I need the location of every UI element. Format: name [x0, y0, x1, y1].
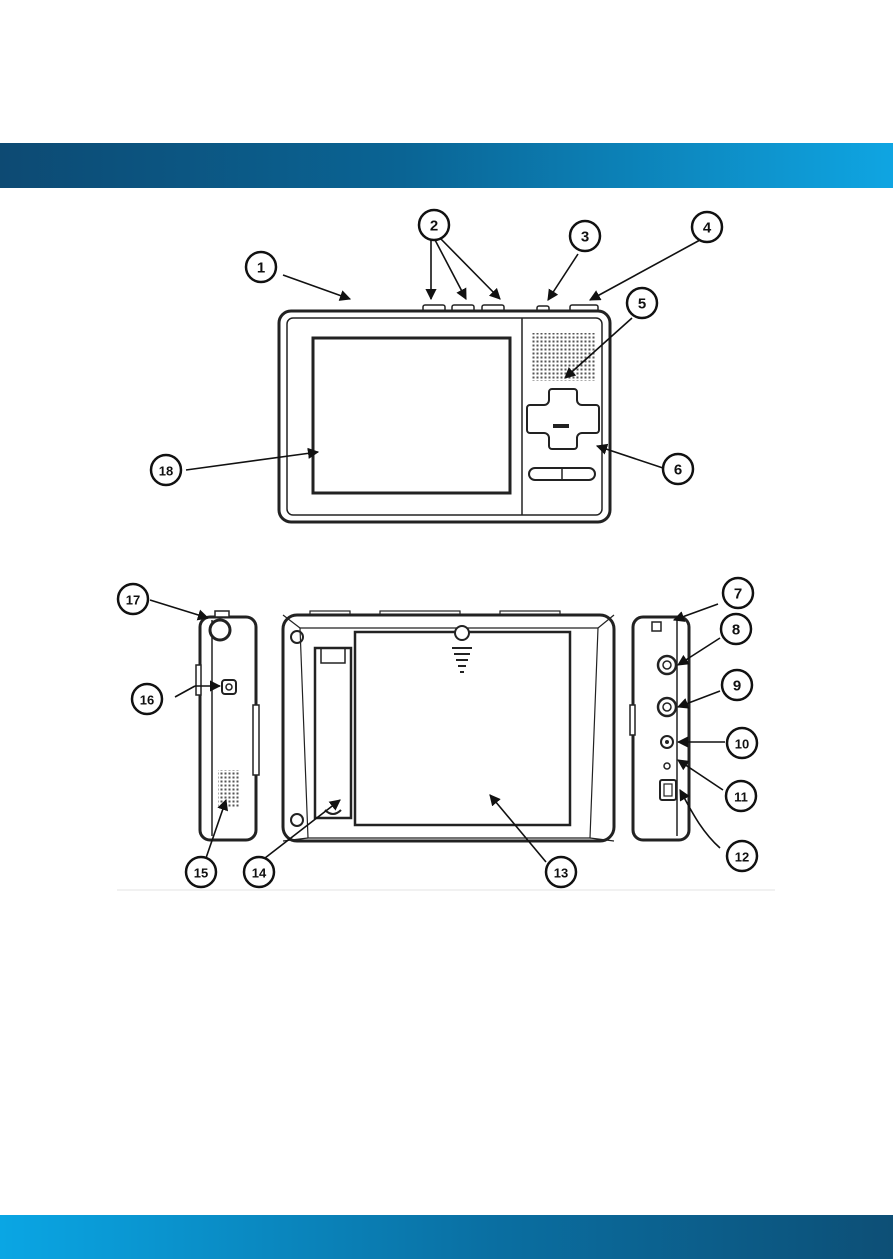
callout-12-number: 12: [735, 850, 749, 865]
callout-1-number: 1: [257, 260, 265, 277]
callout-11-number: 11: [734, 790, 748, 805]
callout-10-number: 10: [735, 737, 749, 752]
callout-15-number: 15: [194, 866, 208, 881]
device-right-side-view: [630, 617, 689, 840]
callout-14-number: 14: [252, 866, 267, 881]
callout-9-number: 9: [733, 678, 741, 695]
callout-6-number: 6: [674, 462, 682, 479]
callout-4-number: 4: [703, 220, 712, 237]
device-left-side-view: [196, 611, 259, 840]
callout-17-number: 17: [126, 593, 140, 608]
callout-5-number: 5: [638, 296, 646, 313]
callout-13-number: 13: [554, 866, 568, 881]
callout-8-number: 8: [732, 622, 740, 639]
device-front-view: [279, 305, 610, 522]
callout-2-number: 2: [430, 218, 438, 235]
callout-18-number: 18: [159, 464, 173, 479]
callout-16-number: 16: [140, 693, 154, 708]
callout-3-number: 3: [581, 229, 589, 246]
callout-7-number: 7: [734, 586, 742, 603]
